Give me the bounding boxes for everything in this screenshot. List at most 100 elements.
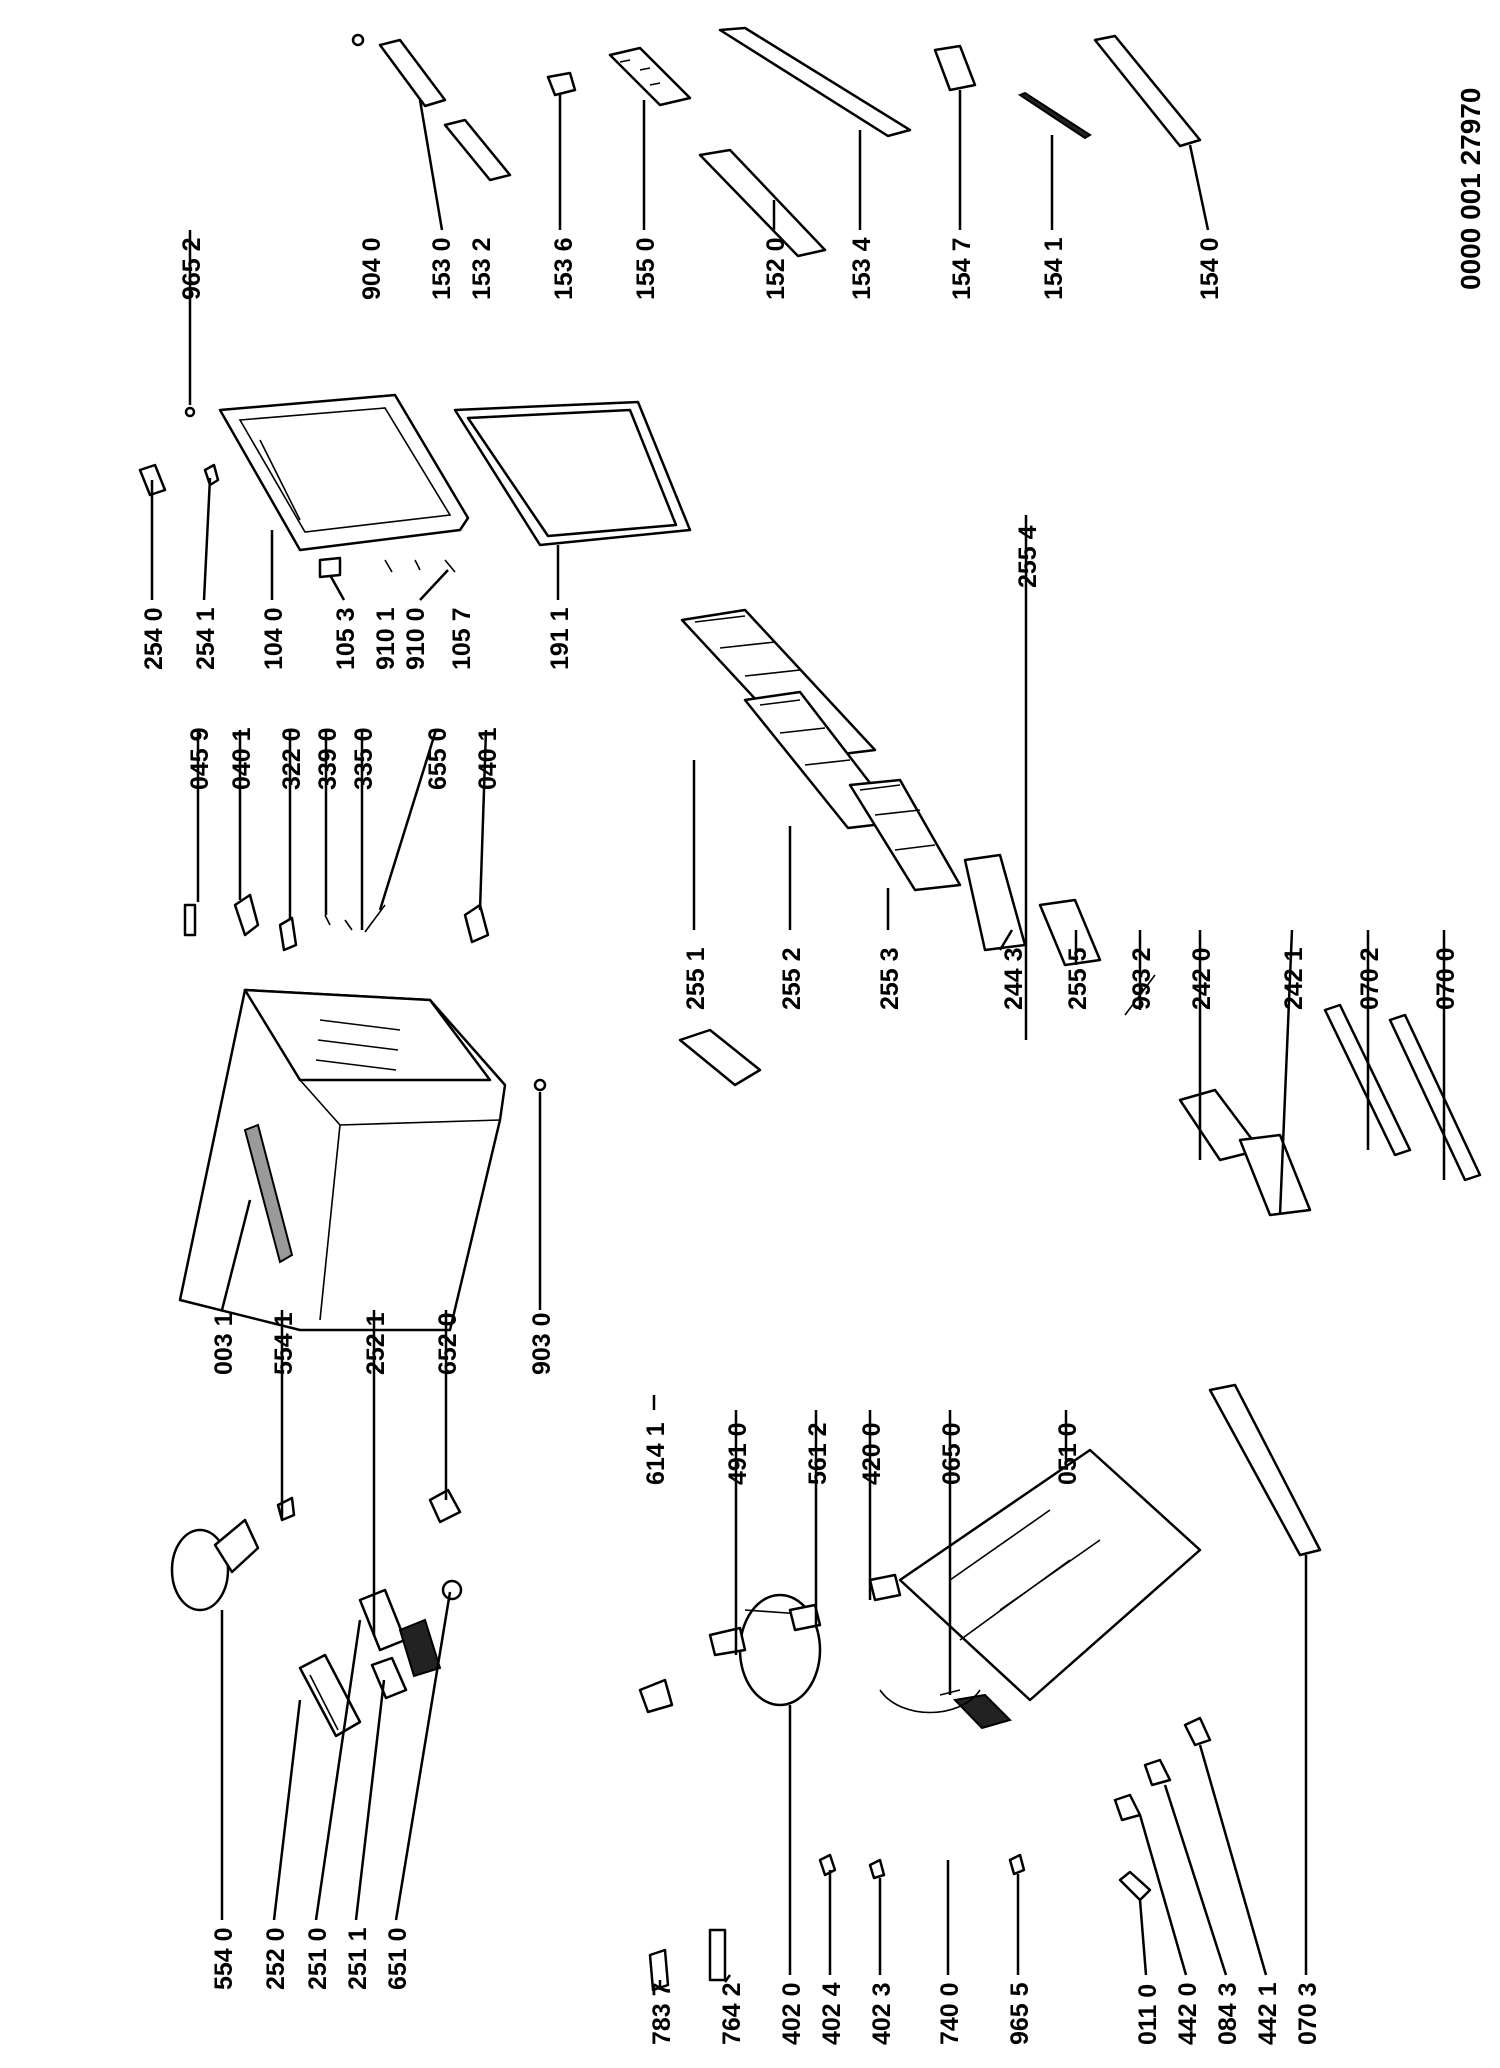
part-label: 040 1 xyxy=(228,727,256,790)
screw-icon xyxy=(184,406,196,418)
part-label: 491 0 xyxy=(724,1422,752,1485)
part-label: 614 1 xyxy=(642,1422,670,1485)
part-label: 065 0 xyxy=(938,1422,966,1485)
foot-icon xyxy=(1113,1383,1322,1822)
part-label: 554 0 xyxy=(210,1927,238,1990)
leader-line xyxy=(478,729,488,911)
leader-lines xyxy=(150,90,1446,1990)
part-label: 965 5 xyxy=(1006,1982,1034,2045)
part-label: 655 0 xyxy=(424,727,452,790)
part-label: 244 3 xyxy=(1000,947,1028,1010)
door-hardware-icon xyxy=(318,556,456,579)
fittings-icon xyxy=(648,1853,1152,1992)
leader-line xyxy=(202,477,212,601)
part-label: 740 0 xyxy=(936,1982,964,2045)
part-label: 322 0 xyxy=(278,727,306,790)
part-label: 402 0 xyxy=(778,1982,806,2045)
part-label: 105 7 xyxy=(448,607,476,670)
thermostat-icon xyxy=(428,1488,463,1601)
part-label: 903 0 xyxy=(528,1312,556,1375)
part-label: 105 3 xyxy=(332,607,360,670)
part-label: 254 0 xyxy=(140,607,168,670)
part-label: 154 7 xyxy=(948,237,976,300)
hinge-set-icon xyxy=(183,893,490,952)
part-label: 554 1 xyxy=(270,1312,298,1375)
fridge-cabinet-icon xyxy=(178,988,507,1332)
part-label: 339 0 xyxy=(314,727,342,790)
relay-icon xyxy=(638,1573,961,1714)
part-label: 153 0 xyxy=(428,237,456,300)
part-label: 154 1 xyxy=(1040,237,1068,300)
part-label: 442 1 xyxy=(1254,1982,1282,2045)
part-label: 255 5 xyxy=(1064,947,1092,1010)
part-label: 255 2 xyxy=(778,947,806,1010)
part-label: 251 1 xyxy=(344,1927,372,1990)
leader-line xyxy=(418,99,444,231)
part-label: 904 0 xyxy=(358,237,386,300)
part-label: 402 4 xyxy=(818,1982,846,2045)
part-label: 104 0 xyxy=(260,607,288,670)
part-label: 011 0 xyxy=(1134,1984,1162,2045)
condenser-coil-icon xyxy=(879,1689,1012,1730)
leader-line xyxy=(1188,144,1210,231)
part-label: 070 0 xyxy=(1432,947,1460,1010)
leader-line xyxy=(220,1199,252,1311)
part-label: 442 0 xyxy=(1174,1982,1202,2045)
leader-line xyxy=(419,569,449,601)
part-label: 255 4 xyxy=(1014,525,1042,588)
part-label: 420 0 xyxy=(858,1422,886,1485)
fan-motor-icon xyxy=(170,1518,260,1612)
part-label: 254 1 xyxy=(192,607,220,670)
part-label: 242 0 xyxy=(1188,947,1216,1010)
door-panel-icon xyxy=(218,393,470,552)
part-label: 764 2 xyxy=(718,1982,746,2045)
leader-line xyxy=(998,929,1014,951)
part-label: 910 0 xyxy=(402,607,430,670)
lamp-housing-icon xyxy=(298,1588,442,1738)
leader-line xyxy=(328,574,346,601)
leader-line xyxy=(272,1699,302,1921)
part-label: 003 1 xyxy=(210,1312,238,1375)
part-label: 051 0 xyxy=(1054,1422,1082,1485)
part-label: 070 2 xyxy=(1356,947,1384,1010)
shelf-icon xyxy=(680,608,962,892)
part-label: 251 0 xyxy=(304,1927,332,1990)
leader-line xyxy=(1278,929,1294,1216)
reference-number: 0000 001 27970 xyxy=(1455,88,1486,290)
part-label: 152 0 xyxy=(762,237,790,300)
leader-line xyxy=(314,1619,362,1921)
part-label: 153 6 xyxy=(550,237,578,300)
leader-line xyxy=(1163,1784,1228,1976)
part-label: 965 2 xyxy=(178,237,206,300)
door-gasket-icon xyxy=(453,400,692,547)
leader-line xyxy=(723,1974,732,1983)
part-label: 252 1 xyxy=(362,1312,390,1375)
part-label: 255 1 xyxy=(682,947,710,1010)
door-accessories-icon xyxy=(351,26,1202,258)
leader-line xyxy=(1138,1814,1188,1976)
bracket-icon xyxy=(276,1496,296,1522)
part-label: 153 2 xyxy=(468,237,496,300)
part-label: 154 0 xyxy=(1196,237,1224,300)
part-label: 255 3 xyxy=(876,947,904,1010)
base-tray-icon xyxy=(898,1448,1202,1702)
part-label: 153 4 xyxy=(848,237,876,300)
trim-strip-icon xyxy=(1323,1003,1482,1182)
leader-line xyxy=(394,1591,452,1921)
part-label: 783 7 xyxy=(648,1982,676,2045)
part-label: 191 1 xyxy=(546,607,574,670)
part-label: 040 1 xyxy=(474,727,502,790)
part-label: 651 0 xyxy=(384,1927,412,1990)
part-label: 652 0 xyxy=(434,1312,462,1375)
part-label: 045 9 xyxy=(186,727,214,790)
part-label: 993 2 xyxy=(1128,947,1156,1010)
part-label: 242 1 xyxy=(1280,947,1308,1010)
leader-line xyxy=(378,729,438,911)
part-label: 402 3 xyxy=(868,1982,896,2045)
part-label: 155 0 xyxy=(632,237,660,300)
part-label: 561 2 xyxy=(804,1422,832,1485)
clip-icon xyxy=(203,463,220,487)
drawer-cover-icon xyxy=(678,853,1102,1087)
leader-line xyxy=(1138,1899,1148,1976)
